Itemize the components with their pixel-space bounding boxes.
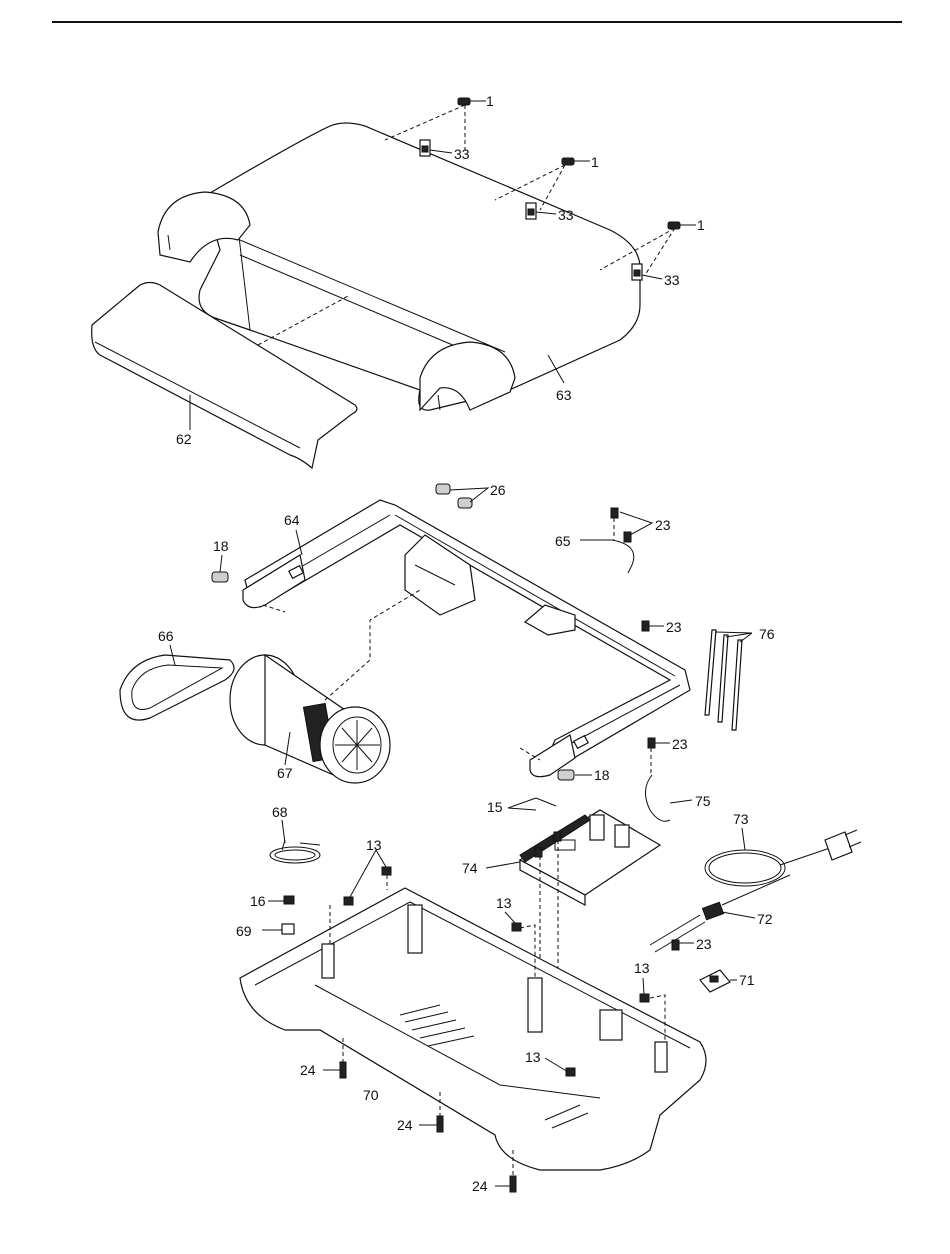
frame-dash-1	[263, 605, 285, 612]
motor-base	[240, 888, 706, 1170]
screw-13-c	[512, 923, 521, 931]
label-71: 71	[739, 972, 755, 988]
screw-1-b	[562, 158, 574, 165]
label-68: 68	[272, 804, 288, 820]
label-18-a: 18	[213, 538, 229, 554]
drive-motor	[230, 655, 390, 783]
label-65: 65	[555, 533, 571, 549]
screw-24-b	[437, 1116, 443, 1132]
screw-13-d	[640, 994, 649, 1002]
label-24-a: 24	[300, 1062, 316, 1078]
clip-69	[282, 924, 294, 934]
label-63: 63	[556, 387, 572, 403]
label-24-b: 24	[397, 1117, 413, 1133]
screw-24-c	[510, 1176, 516, 1192]
label-69: 69	[236, 923, 252, 939]
screw-13-a	[382, 867, 391, 875]
bolt-26-b	[458, 498, 472, 508]
drive-belt	[120, 655, 234, 720]
label-18-b: 18	[594, 767, 610, 783]
bolt-18-a	[212, 572, 228, 582]
clip-33-b	[526, 203, 536, 219]
label-23-c: 23	[672, 736, 688, 752]
screw-1-c	[668, 222, 680, 229]
label-1-b: 1	[591, 154, 599, 170]
label-15: 15	[487, 799, 503, 815]
reed-switch-68	[270, 840, 320, 863]
label-64: 64	[284, 512, 300, 528]
screw-23-d	[648, 738, 655, 748]
circuit-breaker-71	[700, 970, 730, 992]
screw-24-a	[340, 1062, 346, 1078]
label-13-a: 13	[366, 837, 382, 853]
label-62: 62	[176, 431, 192, 447]
label-75: 75	[695, 793, 711, 809]
label-13-d: 13	[525, 1049, 541, 1065]
label-23-b: 23	[666, 619, 682, 635]
label-23-a: 23	[655, 517, 671, 533]
label-13-c: 13	[634, 960, 650, 976]
label-76: 76	[759, 626, 775, 642]
label-33-c: 33	[664, 272, 680, 288]
screw-15-b	[554, 832, 561, 841]
label-70: 70	[363, 1087, 379, 1103]
label-1-a: 1	[486, 93, 494, 109]
label-13-b: 13	[496, 895, 512, 911]
label-33-b: 33	[558, 207, 574, 223]
screw-16	[284, 896, 294, 904]
motor-dash	[325, 590, 420, 700]
label-1-c: 1	[697, 217, 705, 233]
label-24-c: 24	[472, 1178, 488, 1194]
label-66: 66	[158, 628, 174, 644]
label-67: 67	[277, 765, 293, 781]
clip-33-c	[632, 264, 642, 280]
label-73: 73	[733, 811, 749, 827]
screw-23-a	[611, 508, 618, 518]
screw-15-a	[535, 848, 542, 857]
label-26: 26	[490, 482, 506, 498]
bolt-18-b	[558, 770, 574, 780]
label-23-d: 23	[696, 936, 712, 952]
ground-wire-75	[645, 775, 670, 821]
clip-33-a	[420, 140, 430, 156]
screw-23-c	[642, 621, 649, 631]
label-33-a: 33	[454, 146, 470, 162]
bolt-26-a	[436, 484, 450, 494]
label-74: 74	[462, 860, 478, 876]
label-72: 72	[757, 911, 773, 927]
screw-23-b	[624, 532, 631, 542]
cable-ties	[705, 630, 742, 730]
screw-13-b	[344, 897, 353, 905]
screw-1-a	[458, 98, 470, 105]
label-16: 16	[250, 893, 266, 909]
ground-wire-65	[612, 540, 634, 573]
